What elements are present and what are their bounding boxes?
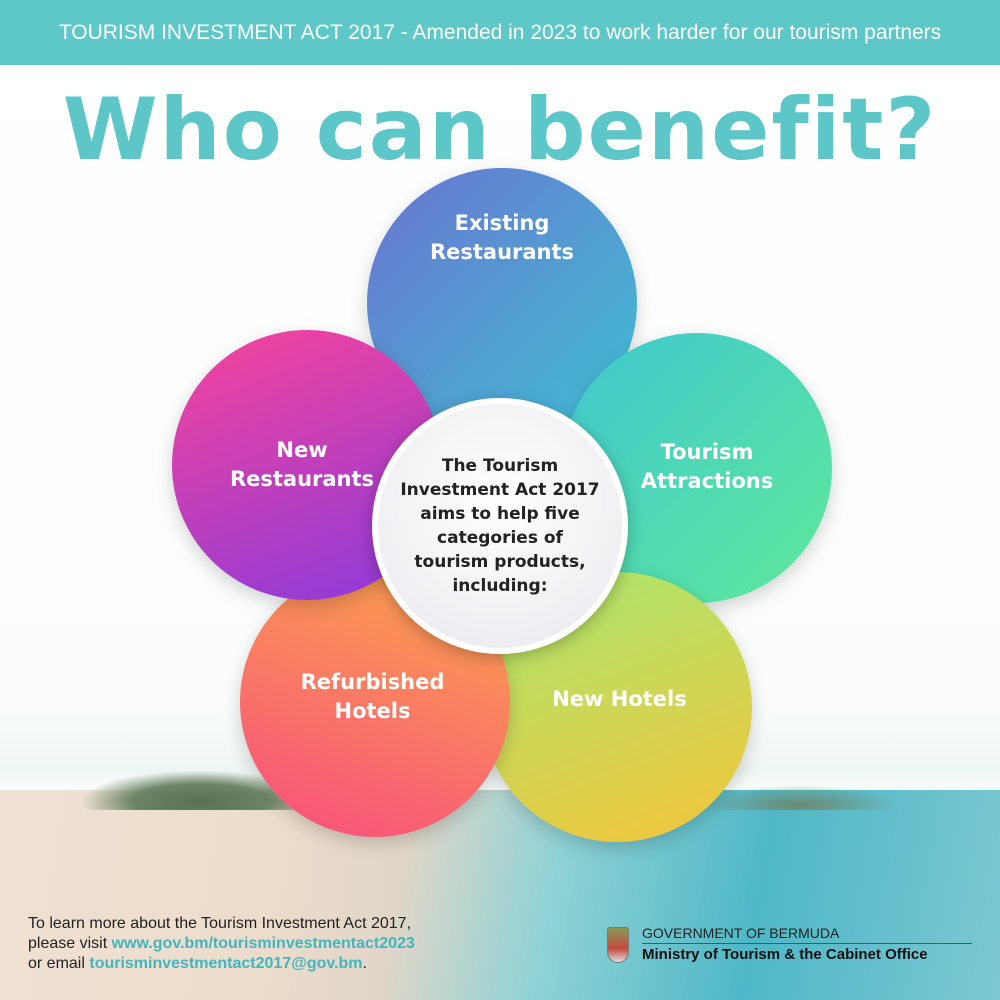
top-banner: TOURISM INVESTMENT ACT 2017 - Amended in…: [0, 0, 1000, 65]
petal-refurbished-hotels: Refurbished Hotels: [240, 567, 510, 837]
email-link[interactable]: tourisminvestmentact2017@gov.bm: [89, 955, 363, 972]
petal-label: New Hotels: [552, 687, 687, 711]
center-text: The Tourism Investment Act 2017 aims to …: [400, 456, 600, 596]
bermuda-crest-icon: [607, 927, 629, 963]
government-name: GOVERNMENT OF BERMUDA: [642, 925, 972, 944]
footer-line2-prefix: please visit: [28, 935, 112, 952]
petal-label: New Restaurants: [229, 438, 375, 491]
website-link[interactable]: www.gov.bm/tourisminvestmentact2023: [111, 935, 415, 952]
ministry-name: Ministry of Tourism & the Cabinet Office: [642, 946, 928, 963]
petal-label: Existing Restaurants: [429, 211, 575, 264]
footer-info: To learn more about the Tourism Investme…: [28, 914, 415, 974]
footer-line3-prefix: or email: [28, 955, 90, 972]
page-title: Who can benefit?: [62, 80, 938, 180]
center-circle: The Tourism Investment Act 2017 aims to …: [372, 398, 628, 654]
footer-line3-suffix: .: [362, 955, 367, 972]
distant-island: [700, 785, 900, 810]
petal-label: Refurbished Hotels: [300, 670, 445, 723]
beach-image: [0, 790, 1000, 1000]
footer-line1: To learn more about the Tourism Investme…: [28, 915, 412, 932]
petal-label: Tourism Attractions: [640, 439, 774, 493]
